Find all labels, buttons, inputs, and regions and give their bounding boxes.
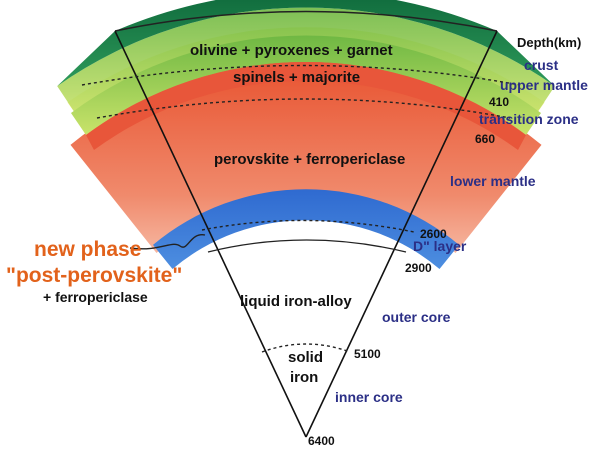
region-upper-mantle: upper mantle — [500, 77, 588, 93]
wedge-left-edge — [114, 30, 307, 438]
depth-6400: 6400 — [308, 434, 335, 448]
callout-new-phase: new phase — [34, 238, 141, 261]
upper-mantle-lower-band — [71, 35, 541, 136]
crust-rim — [114, 10, 498, 32]
callout-ferropericlase: + ferropericlase — [43, 289, 148, 305]
upper-mantle-band — [57, 7, 555, 116]
inner-core-label-line2: iron — [290, 369, 318, 386]
crust-composition-label: olivine + pyroxenes + garnet — [190, 42, 393, 59]
wedge-bands — [57, 0, 555, 269]
region-crust: crust — [524, 57, 559, 73]
depth-2600: 2600 — [420, 227, 447, 241]
depth-410: 410 — [489, 95, 509, 109]
solid-boundaries — [207, 239, 407, 253]
lower-mantle-band — [70, 60, 542, 253]
region-inner-core: inner core — [335, 389, 403, 405]
region-transition-zone: transition zone — [479, 111, 579, 127]
crust-band — [57, 0, 555, 87]
inner-core-label-line1: solid — [288, 349, 323, 366]
depth-2900: 2900 — [405, 261, 432, 275]
outer-core-composition-label: liquid iron-alloy — [240, 293, 352, 310]
d-layer-band — [153, 189, 459, 269]
boundary-5100 — [261, 343, 351, 353]
boundary-2900 — [207, 239, 407, 253]
wedge-edges — [114, 30, 498, 438]
boundaries — [81, 64, 521, 353]
region-outer-core: outer core — [382, 309, 451, 325]
depth-header: Depth(km) — [517, 35, 581, 50]
callout-connector — [129, 234, 206, 250]
boundary-2600 — [201, 219, 415, 233]
boundary-410 — [81, 64, 521, 86]
lower-mantle-composition-label: perovskite + ferropericlase — [214, 151, 405, 168]
callout-post-perovskite: "post-perovskite" — [6, 264, 182, 287]
boundary-660 — [96, 98, 511, 119]
depth-5100: 5100 — [354, 347, 381, 361]
lower-mantle-top-fill — [86, 61, 526, 150]
region-lower-mantle: lower mantle — [450, 173, 536, 189]
depth-660: 660 — [475, 132, 495, 146]
region-d-layer: D" layer — [413, 238, 467, 254]
wedge-right-edge — [305, 30, 498, 438]
transition-composition-label: spinels + majorite — [233, 69, 360, 86]
